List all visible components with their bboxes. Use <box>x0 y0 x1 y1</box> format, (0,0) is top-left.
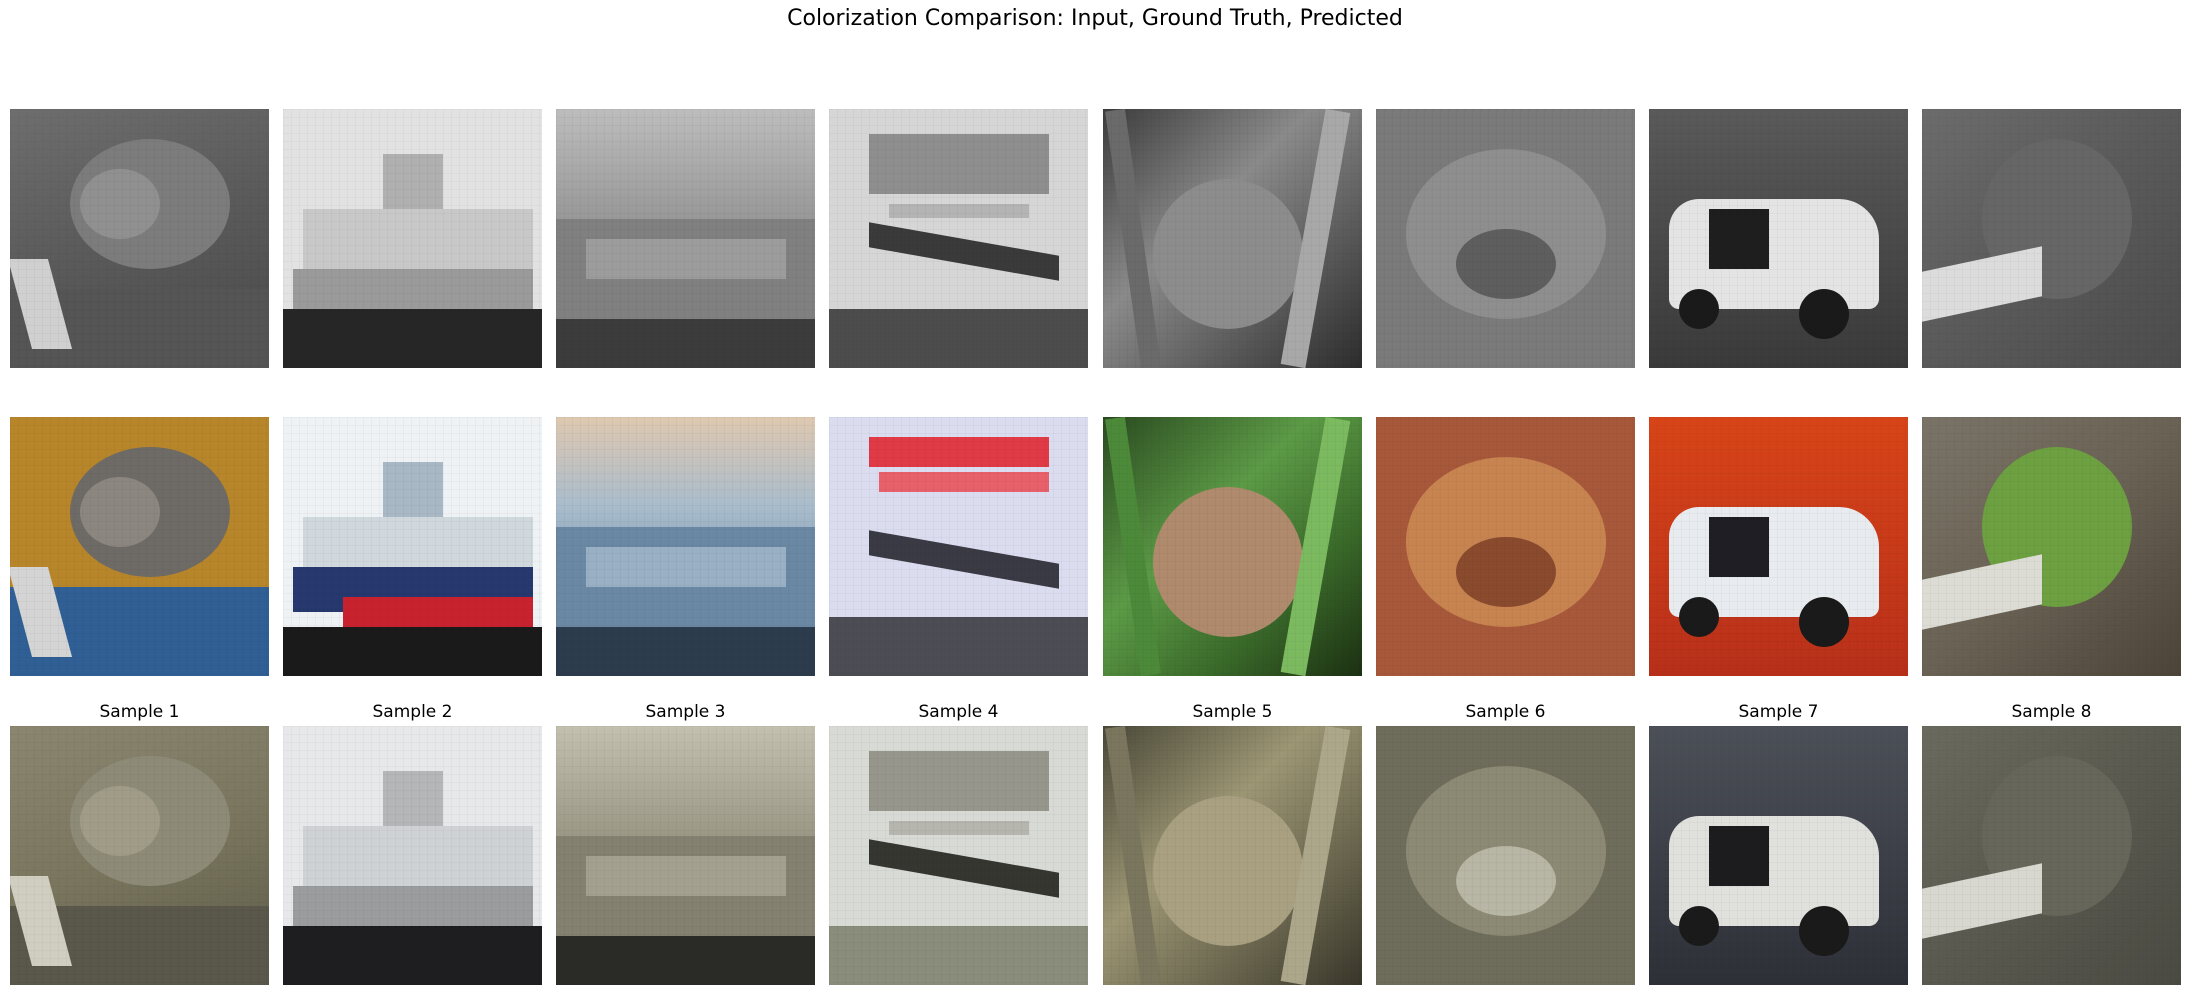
figure-title: Colorization Comparison: Input, Ground T… <box>787 6 1403 31</box>
predicted-image-sample-8 <box>1922 726 2181 985</box>
input-image-sample-6 <box>1376 109 1635 368</box>
input-image-sample-4 <box>829 109 1088 368</box>
predicted-image-sample-7 <box>1649 726 1908 985</box>
predicted-image-sample-3 <box>556 726 815 985</box>
ground-truth-image-sample-1 <box>10 417 269 676</box>
predicted-image-sample-4 <box>829 726 1088 985</box>
input-image-sample-7 <box>1649 109 1908 368</box>
ground-truth-image-sample-4 <box>829 417 1088 676</box>
sample-label-4: Sample 4 <box>918 702 999 722</box>
ground-truth-image-sample-7 <box>1649 417 1908 676</box>
input-image-sample-8 <box>1922 109 2181 368</box>
sample-label-8: Sample 8 <box>2011 702 2092 722</box>
predicted-image-sample-6 <box>1376 726 1635 985</box>
input-image-sample-2 <box>283 109 542 368</box>
ground-truth-image-sample-8 <box>1922 417 2181 676</box>
sample-label-7: Sample 7 <box>1738 702 1819 722</box>
ground-truth-image-sample-2 <box>283 417 542 676</box>
input-image-sample-3 <box>556 109 815 368</box>
sample-label-3: Sample 3 <box>645 702 726 722</box>
input-image-sample-1 <box>10 109 269 368</box>
sample-label-1: Sample 1 <box>99 702 180 722</box>
sample-label-2: Sample 2 <box>372 702 453 722</box>
predicted-image-sample-1 <box>10 726 269 985</box>
sample-label-5: Sample 5 <box>1192 702 1273 722</box>
input-image-sample-5 <box>1103 109 1362 368</box>
ground-truth-image-sample-5 <box>1103 417 1362 676</box>
ground-truth-image-sample-6 <box>1376 417 1635 676</box>
predicted-image-sample-5 <box>1103 726 1362 985</box>
sample-label-6: Sample 6 <box>1465 702 1546 722</box>
ground-truth-image-sample-3 <box>556 417 815 676</box>
predicted-image-sample-2 <box>283 726 542 985</box>
